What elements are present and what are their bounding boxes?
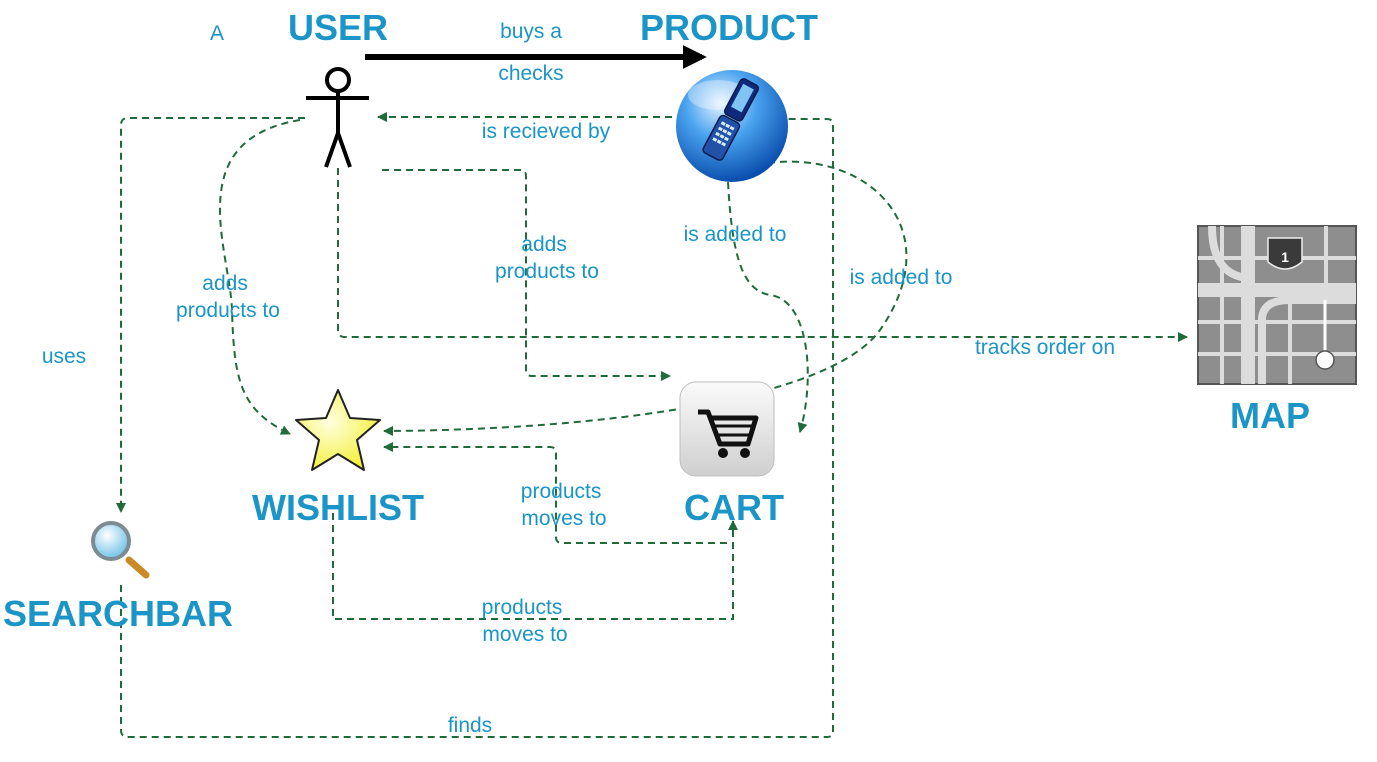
map-label: MAP <box>1230 395 1310 436</box>
wishlist-label: WISHLIST <box>252 487 424 528</box>
edge-label-tracks: tracks order on <box>975 336 1115 359</box>
user-uses-searchbar-connector <box>116 117 305 513</box>
product-added-to-cart-connector <box>726 157 809 433</box>
corner-label: A <box>210 22 224 45</box>
user-label: USER <box>288 7 388 48</box>
edge-label-adds-wishlist-line1: adds <box>202 272 248 295</box>
edge-label-finds: finds <box>448 714 492 737</box>
edge-label-adds-wishlist-line2: products to <box>176 299 280 322</box>
edge-label-product-to-cart: is added to <box>684 223 787 246</box>
road-map-icon: 1 <box>1197 225 1357 385</box>
edge-label-received: is recieved by <box>482 120 611 143</box>
edge-label-moves-lower-line1: products <box>482 596 563 619</box>
cart-moves-to-wishlist-connector <box>383 442 727 544</box>
edge-label-buys: buys a <box>500 20 562 43</box>
product-label: PRODUCT <box>640 7 818 48</box>
edge-label-adds-cart: adds products to <box>495 233 599 283</box>
edge-label-moves-upper-line2: moves to <box>521 507 606 530</box>
shopping-cart-icon <box>679 381 775 477</box>
star-icon <box>295 389 381 471</box>
edge-label-checks: checks <box>498 62 563 85</box>
magnifier-icon <box>91 521 150 579</box>
edge-label-adds-cart-line1: adds <box>521 233 567 256</box>
edge-label-moves-upper: products moves to <box>521 480 607 530</box>
user-tracks-map-connector <box>337 168 1188 342</box>
product-added-to-wishlist-connector <box>383 160 908 436</box>
user-adds-cart-connector <box>382 169 671 381</box>
edge-label-adds-wishlist: adds products to <box>176 272 280 322</box>
cart-label: CART <box>684 487 784 528</box>
searchbar-label: SEARCHBAR <box>3 593 233 634</box>
edge-label-adds-cart-line2: products to <box>495 260 599 283</box>
edge-label-moves-lower-line2: moves to <box>482 623 567 646</box>
edge-label-product-to-wishlist: is added to <box>850 266 953 289</box>
svg-text:1: 1 <box>1281 249 1289 265</box>
stick-figure-icon <box>306 67 369 168</box>
searchbar-finds-product-connector <box>120 114 834 738</box>
flip-phone-icon <box>676 70 788 182</box>
edge-label-moves-upper-line1: products <box>521 480 602 503</box>
edge-label-uses: uses <box>42 345 86 368</box>
user-adds-wishlist-connector <box>219 119 301 435</box>
wishlist-moves-to-cart-connector <box>332 513 738 620</box>
edge-label-moves-lower: products moves to <box>482 596 568 646</box>
